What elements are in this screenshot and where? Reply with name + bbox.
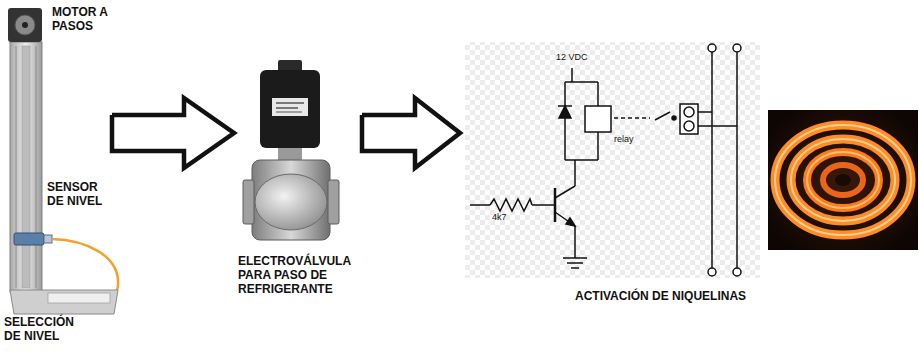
solenoid-valve: [243, 60, 339, 240]
part-label: SENSOR DE NIVEL: [47, 181, 109, 209]
flow-arrow: [362, 98, 460, 168]
flow-arrow: [112, 98, 234, 168]
part-label: ELECTROVÁLVULA PARA PASO DE REFRIGERANTE: [238, 255, 360, 296]
part-label: SELECCIÓN DE NIVEL: [4, 316, 88, 344]
resistor-value: 4k7: [492, 213, 507, 223]
valve-block: ELECTROVÁLVULA PARA PASO DE REFRIGERANTE: [236, 55, 362, 305]
circuit-block: ACTIVACIÓN DE NIQUELINAS: [462, 40, 762, 310]
part-label: ACTIVACIÓN DE NIQUELINAS: [575, 290, 760, 304]
supply-voltage: 12 VDC: [556, 53, 588, 63]
level-device: MOTOR A PASOS SENSOR DE NIVEL SELECCIÓN DE…: [0, 0, 112, 351]
level-column: [8, 8, 118, 314]
relay-label: relay: [614, 135, 634, 145]
part-label: MOTOR A PASOS: [52, 6, 110, 34]
relay-circuit: [465, 42, 760, 278]
heating-element: [768, 110, 918, 250]
